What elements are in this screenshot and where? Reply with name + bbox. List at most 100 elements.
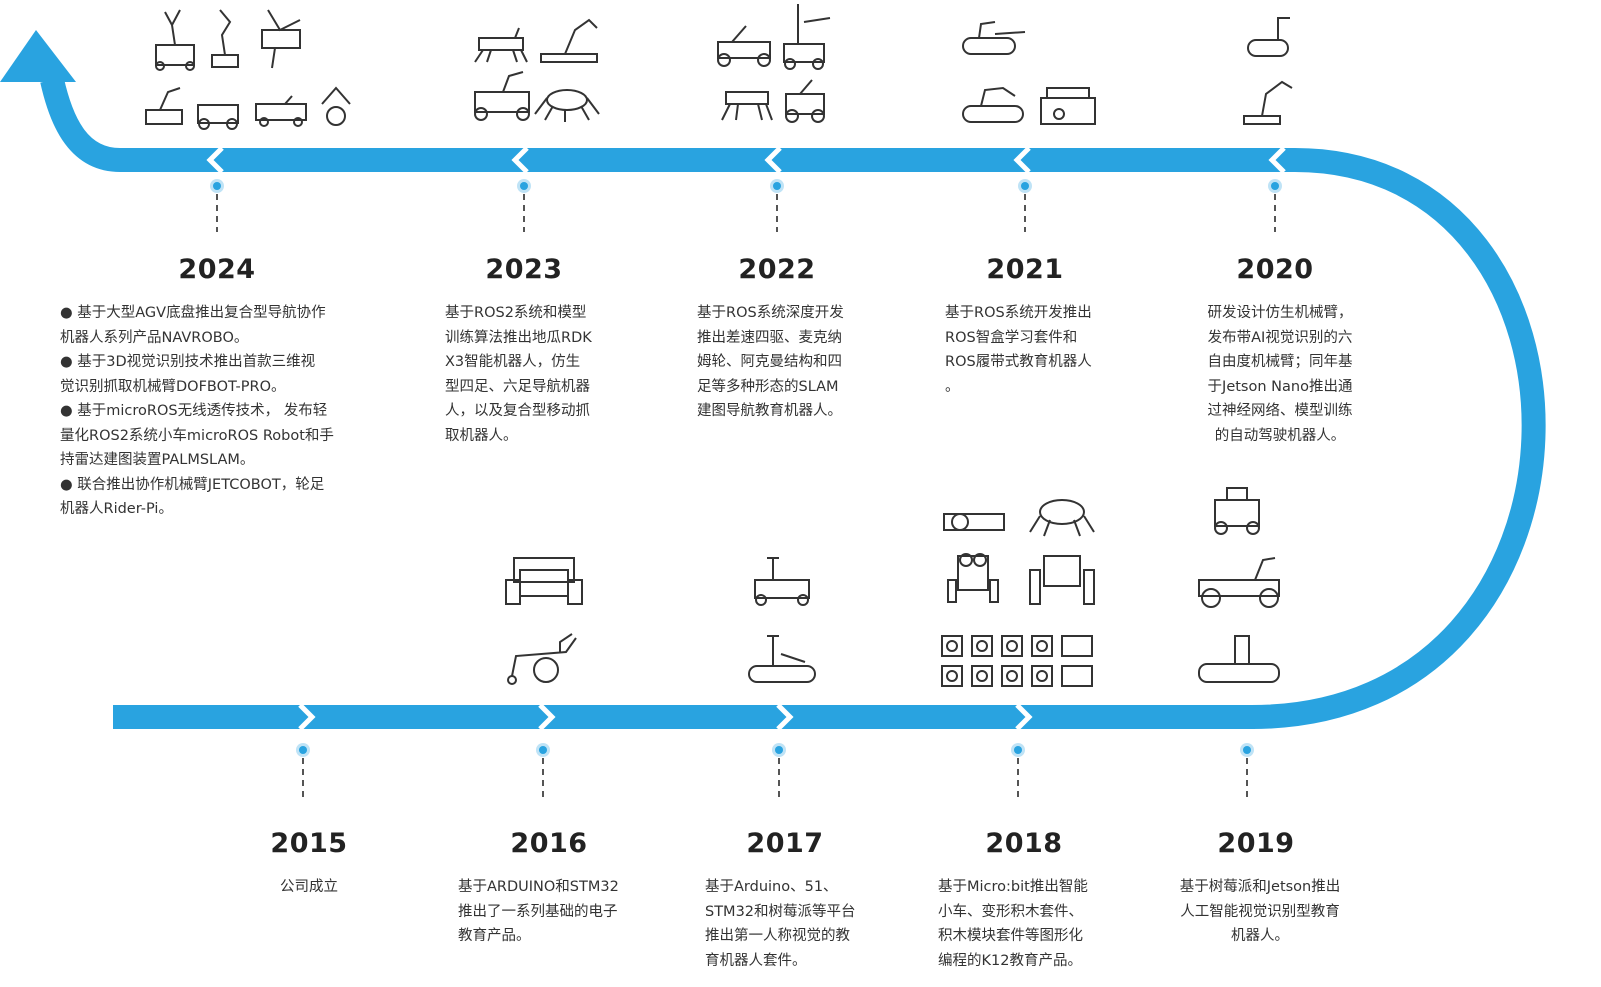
year-2017: 2017: [746, 828, 824, 859]
marker-dot: [1014, 746, 1022, 754]
mecanum-arm-icon: [474, 71, 530, 121]
text-line: 基于大型AGV底盘推出复合型导航协作: [77, 305, 326, 321]
text-line: 量化ROS2系统小车microROS Robot和手: [60, 427, 334, 444]
tracked-robot-icon: [962, 21, 1026, 55]
robot-arm-icon: [211, 9, 239, 68]
description-2020: 研发设计仿生机械臂， 发布带AI视觉识别的六 自由度机械臂；同年基 于Jetso…: [1180, 301, 1380, 448]
text-line: 基于Micro:bit推出智能: [938, 879, 1088, 895]
mobile-manipulator-icon: [783, 4, 831, 70]
description-2015: 公司成立: [229, 875, 389, 900]
agv-icon: [255, 95, 307, 127]
bullet-icon: ●: [60, 403, 78, 419]
tricycle-robot-icon: [507, 633, 577, 685]
text-line: 基于ROS2系统和模型: [445, 305, 587, 321]
text-line: 姆轮、阿克曼结构和四: [697, 354, 842, 370]
description-2018: 基于Micro:bit推出智能 小车、变形积木套件、 积木模块套件等图形化 编程…: [938, 875, 1138, 973]
text-line: 基于ROS系统开发推出: [945, 305, 1092, 321]
year-2021: 2021: [986, 254, 1064, 285]
robots-2024: [145, 9, 351, 130]
robots-2022: [717, 4, 831, 123]
text-line: 推出差速四驱、麦克纳: [697, 329, 842, 346]
text-line: 基于ROS系统深度开发: [697, 305, 844, 321]
tracked-arm-icon: [145, 87, 183, 125]
rover-icon: [321, 86, 351, 126]
robots-2016: [505, 557, 583, 685]
text-line: 取机器人。: [445, 427, 518, 444]
text-line: 型四足、六足导航机器: [445, 378, 590, 395]
robots-2018: [941, 499, 1095, 687]
arm-on-stand-icon: [261, 9, 301, 69]
robots-2021: [962, 21, 1096, 125]
text-line: 教育产品。: [458, 928, 531, 944]
text-line: 发布带AI视觉识别的六: [1207, 329, 1353, 346]
year-2020: 2020: [1236, 254, 1314, 285]
year-2015: 2015: [270, 828, 348, 859]
text-line: 推出了一系列基础的电子: [458, 903, 618, 920]
block-module-icon: [941, 635, 1093, 687]
marker-dot: [299, 746, 307, 754]
bullet-item: ● 联合推出协作机械臂JETCOBOT，轮足 机器人Rider-Pi。: [60, 473, 370, 522]
robot-car-icon: [754, 557, 810, 606]
description-2024: ● 基于大型AGV底盘推出复合型导航协作 机器人系列产品NAVROBO。 ● 基…: [60, 301, 370, 522]
marker-dot: [1271, 182, 1279, 190]
year-2023: 2023: [485, 254, 563, 285]
microbit-car-icon: [943, 513, 1005, 531]
year-2016: 2016: [510, 828, 588, 859]
text-line: 。: [945, 378, 960, 395]
robot-car-icon: [505, 557, 583, 605]
text-line: 的自动驾驶机器人。: [1214, 427, 1346, 444]
robots-2023: [474, 18, 600, 122]
year-2022: 2022: [738, 254, 816, 285]
year-2018: 2018: [985, 828, 1063, 859]
marker-dot: [1243, 746, 1251, 754]
text-line: 基于microROS无线透传技术， 发布轻: [77, 403, 328, 419]
quadruped-icon: [721, 91, 773, 121]
robot-icon: [1029, 555, 1095, 605]
bullet-icon: ●: [60, 354, 78, 370]
text-line: 编程的K12教育产品。: [938, 952, 1082, 969]
text-line: 基于Arduino、51、: [705, 879, 838, 895]
year-2019: 2019: [1217, 828, 1295, 859]
text-line: 人工智能视觉识别型教育: [1180, 903, 1340, 920]
robots-2019: [1198, 487, 1280, 683]
hexapod-icon: [1029, 499, 1095, 537]
text-line: 育机器人套件。: [705, 952, 807, 969]
text-line: 训练算法推出地瓜RDK: [445, 329, 592, 346]
year-2024: 2024: [178, 254, 256, 285]
description-2016: 基于ARDUINO和STM32 推出了一系列基础的电子 教育产品。: [458, 875, 658, 949]
tracked-arm-icon: [962, 86, 1024, 123]
description-2023: 基于ROS2系统和模型 训练算法推出地瓜RDK X3智能机器人，仿生 型四足、六…: [445, 301, 645, 448]
tank-icon: [1198, 635, 1280, 683]
tracked-robot-icon: [1247, 17, 1290, 57]
bullet-item: ● 基于microROS无线透传技术， 发布轻 量化ROS2系统小车microR…: [60, 399, 370, 473]
description-2019: 基于树莓派和Jetson推出 人工智能视觉识别型教育 机器人。: [1160, 875, 1360, 949]
text-line: 人，以及复合型移动抓: [445, 403, 590, 419]
bullet-item: ● 基于3D视觉识别技术推出首款三维视 觉识别抓取机械臂DOFBOT-PRO。: [60, 350, 370, 399]
quadruped-icon: [474, 27, 528, 63]
text-line: 研发设计仿生机械臂，: [1207, 305, 1353, 321]
tracked-robot-icon: [748, 635, 816, 683]
hexapod-icon: [534, 89, 600, 122]
text-line: 机器人。: [1231, 928, 1289, 944]
text-line: 觉识别抓取机械臂DOFBOT-PRO。: [60, 378, 286, 395]
bullet-icon: ●: [60, 305, 78, 321]
marker-dot: [213, 182, 221, 190]
text-line: 积木模块套件等图形化: [938, 928, 1083, 944]
robots-2020: [1243, 17, 1293, 125]
marker-dot: [520, 182, 528, 190]
text-line: 自由度机械臂；同年基: [1207, 354, 1353, 370]
text-line: 过神经网络、模型训练: [1207, 403, 1353, 419]
text-line: STM32和树莓派等平台: [705, 903, 856, 920]
mecanum-car-icon: [785, 79, 825, 123]
text-line: 于Jetson Nano推出通: [1207, 378, 1353, 395]
robot-arm-car-icon: [155, 9, 195, 71]
marker-dot: [1021, 182, 1029, 190]
robot-icon: [947, 553, 999, 603]
text-line: 推出第一人称视觉的教: [705, 928, 850, 944]
text-line: 小车、变形积木套件、: [938, 903, 1083, 920]
text-line: 机器人系列产品NAVROBO。: [60, 329, 249, 346]
robot-arm-icon: [1243, 80, 1293, 125]
text-line: ROS履带式教育机器人: [945, 354, 1092, 370]
text-line: 足等多种形态的SLAM: [697, 378, 839, 395]
